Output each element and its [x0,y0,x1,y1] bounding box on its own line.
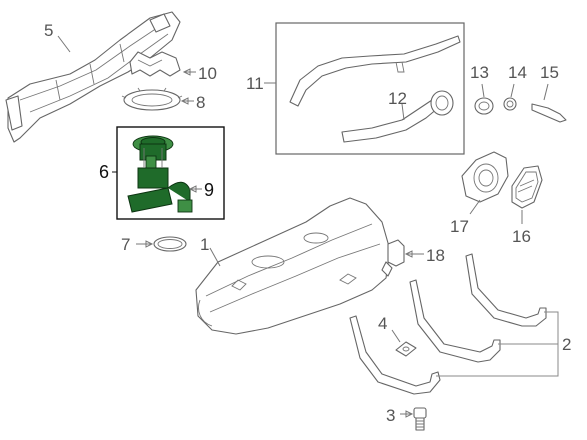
leader-12 [401,103,405,121]
vent-tube-part [289,35,461,107]
callout-6: 6 [99,162,109,182]
gasket-part [153,236,187,252]
tank-strap-parts [349,253,547,395]
callout-18: 18 [426,246,445,265]
callout-14: 14 [508,63,527,82]
callout-15: 15 [540,63,559,82]
callout-10: 10 [198,64,217,83]
callout-5: 5 [44,21,53,40]
leader-14 [510,83,515,98]
leader-17 [469,199,481,215]
tether-strap-part [531,103,567,123]
bolt-part [413,407,427,431]
filler-pipe-part [341,90,454,143]
fuel-tank-part [195,197,391,335]
grommet-part [503,97,517,111]
leader-1 [209,247,221,267]
mounting-plate-part [395,341,417,357]
callout-7: 7 [121,235,130,254]
callout-9: 9 [204,180,214,200]
callout-1: 1 [200,235,209,254]
strap-bracket-lines [436,311,559,377]
leader-15 [543,83,549,101]
callout-2: 2 [562,335,571,354]
clip-bracket-part [129,51,181,77]
seal-ring-part [474,97,494,115]
fuel-door-housing-part [461,151,509,203]
callout-3: 3 [386,406,395,425]
callout-11: 11 [246,74,264,93]
callout-17: 17 [450,217,469,236]
sensor-part [381,239,405,277]
callout-8: 8 [196,93,205,112]
fuel-pump-module-part [127,135,193,213]
heat-shield-part [5,11,181,143]
callout-12: 12 [388,89,407,108]
leader-4 [391,329,401,343]
callout-16: 16 [512,227,531,246]
leader-5 [57,35,71,53]
callout-13: 13 [470,63,489,82]
fuel-door-part [511,165,543,209]
lock-ring-part [121,87,183,111]
callout-4: 4 [378,314,387,333]
leader-13 [481,83,485,98]
